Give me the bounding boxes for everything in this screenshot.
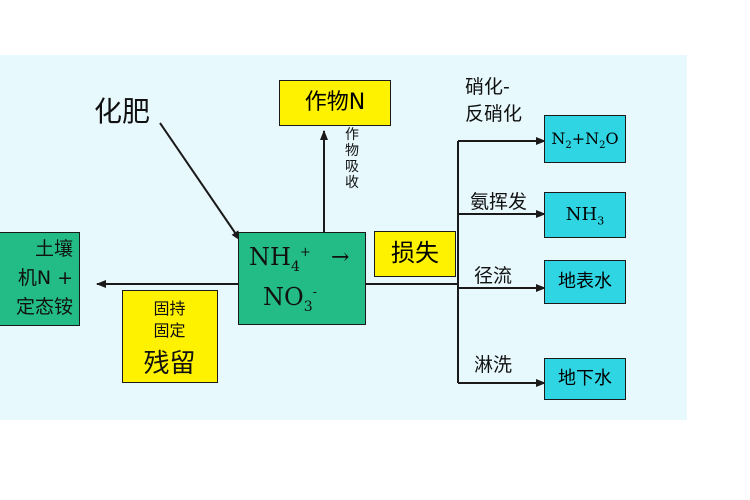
inner-arrow: → (331, 245, 350, 270)
crop-nitrogen-box: 作物N (279, 80, 391, 126)
loss-label: 损失 (391, 239, 439, 267)
fertilizer-arrow (159, 122, 241, 241)
soil-line-1: 土壤 (34, 238, 73, 260)
branch-label-runoff: 径流 (474, 265, 513, 287)
branch-label-leaching: 淋洗 (474, 354, 513, 376)
fertilizer-label: 化肥 (94, 95, 151, 128)
mineral-nitrogen-box: NH4+ → NO3- (238, 232, 366, 325)
soil-box: 土壤 机N + 定态铵 (0, 232, 80, 326)
retention-line-2: 固定 (153, 321, 186, 340)
target-box-nh3: NH3 (544, 192, 626, 238)
branch-label-nitrification: 硝化- 反硝化 (465, 76, 523, 125)
ammonium-label: NH4+ (249, 243, 311, 275)
crop-nitrogen-label: 作物N (304, 90, 366, 115)
retention-line-1: 固持 (153, 299, 186, 318)
target-box-surface-water: 地表水 (544, 260, 626, 304)
retention-box: 固持 固定 残留 (122, 290, 218, 383)
target-box-n2-n2o: N2+N2O (544, 115, 626, 163)
loss-box: 损失 (374, 231, 456, 277)
target-box-groundwater: 地下水 (544, 358, 626, 400)
soil-line-3: 定态铵 (15, 296, 73, 318)
crop-uptake-label: 作 物 吸 收 (345, 127, 359, 191)
branch-label-volatilization: 氨挥发 (470, 191, 528, 213)
soil-line-2: 机N + (17, 267, 73, 289)
nitrate-label: NO3- (263, 283, 318, 315)
retention-line-3: 残留 (143, 349, 196, 379)
